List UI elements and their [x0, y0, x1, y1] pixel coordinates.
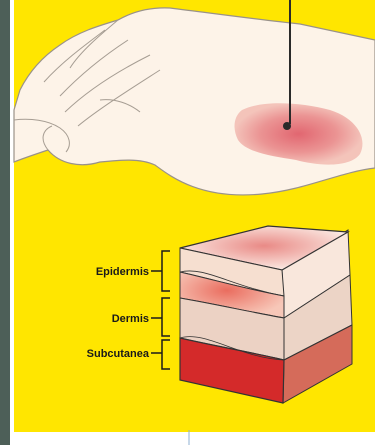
skin-block — [180, 226, 352, 403]
bottom-margin — [14, 432, 375, 445]
label-subcutanea: Subcutanea — [87, 348, 150, 360]
pointer-dot — [283, 122, 291, 130]
frame-divider — [10, 0, 14, 445]
label-dermis: Dermis — [112, 313, 149, 325]
left-frame — [0, 0, 10, 445]
label-epidermis: Epidermis — [96, 266, 149, 278]
